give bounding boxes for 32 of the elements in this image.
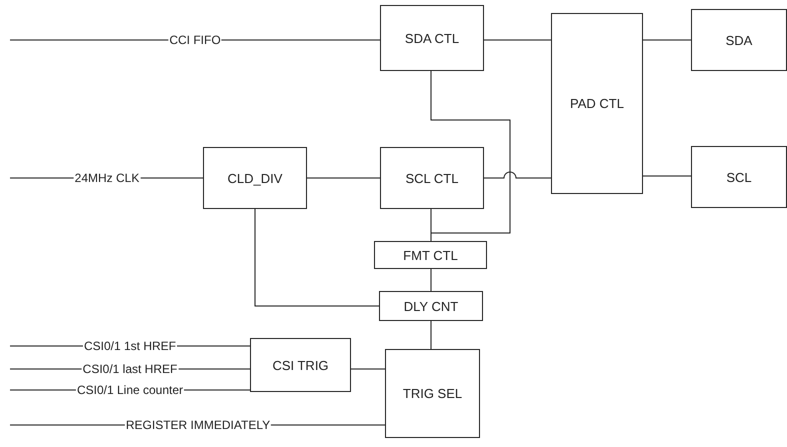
block-label: SDA bbox=[726, 32, 752, 48]
block-box bbox=[379, 291, 483, 321]
block-label: CSI TRIG bbox=[272, 358, 329, 372]
block-box bbox=[385, 349, 480, 438]
connector-line bbox=[254, 208, 380, 306]
block-box bbox=[691, 9, 787, 71]
block-box bbox=[380, 147, 484, 209]
edge-label: CSI0/1 last HREF bbox=[82, 362, 178, 376]
block-box bbox=[691, 146, 787, 208]
block-label: PAD CTL bbox=[570, 96, 624, 111]
connector-line bbox=[350, 368, 386, 370]
block-label: DLY CNT bbox=[404, 298, 458, 314]
block-label: SDA CTL bbox=[404, 30, 460, 46]
edge-label: REGISTER IMMEDIATELY bbox=[124, 418, 272, 432]
connector-line bbox=[430, 208, 432, 242]
block-box bbox=[250, 338, 351, 392]
edge-label: CSI0/1 1st HREF bbox=[82, 339, 178, 353]
block-label: SCL bbox=[726, 170, 752, 184]
edge-label: 24MHz CLK bbox=[74, 171, 140, 185]
block-box bbox=[380, 5, 484, 71]
block-label: SCL CTL bbox=[406, 170, 458, 186]
edge-label: CSI0/1 Line counter bbox=[76, 383, 184, 397]
connector-line bbox=[484, 172, 552, 178]
block-label: CLD_DIV bbox=[228, 170, 282, 186]
edge-label: CCI FIFO bbox=[168, 33, 222, 47]
block-box bbox=[551, 13, 643, 194]
block-box bbox=[374, 241, 487, 269]
connector-line bbox=[430, 320, 432, 350]
block-label: TRIG SEL bbox=[402, 386, 462, 401]
connector-line bbox=[430, 268, 432, 292]
block-box bbox=[203, 147, 307, 209]
block-label: FMT CTL bbox=[403, 248, 458, 262]
